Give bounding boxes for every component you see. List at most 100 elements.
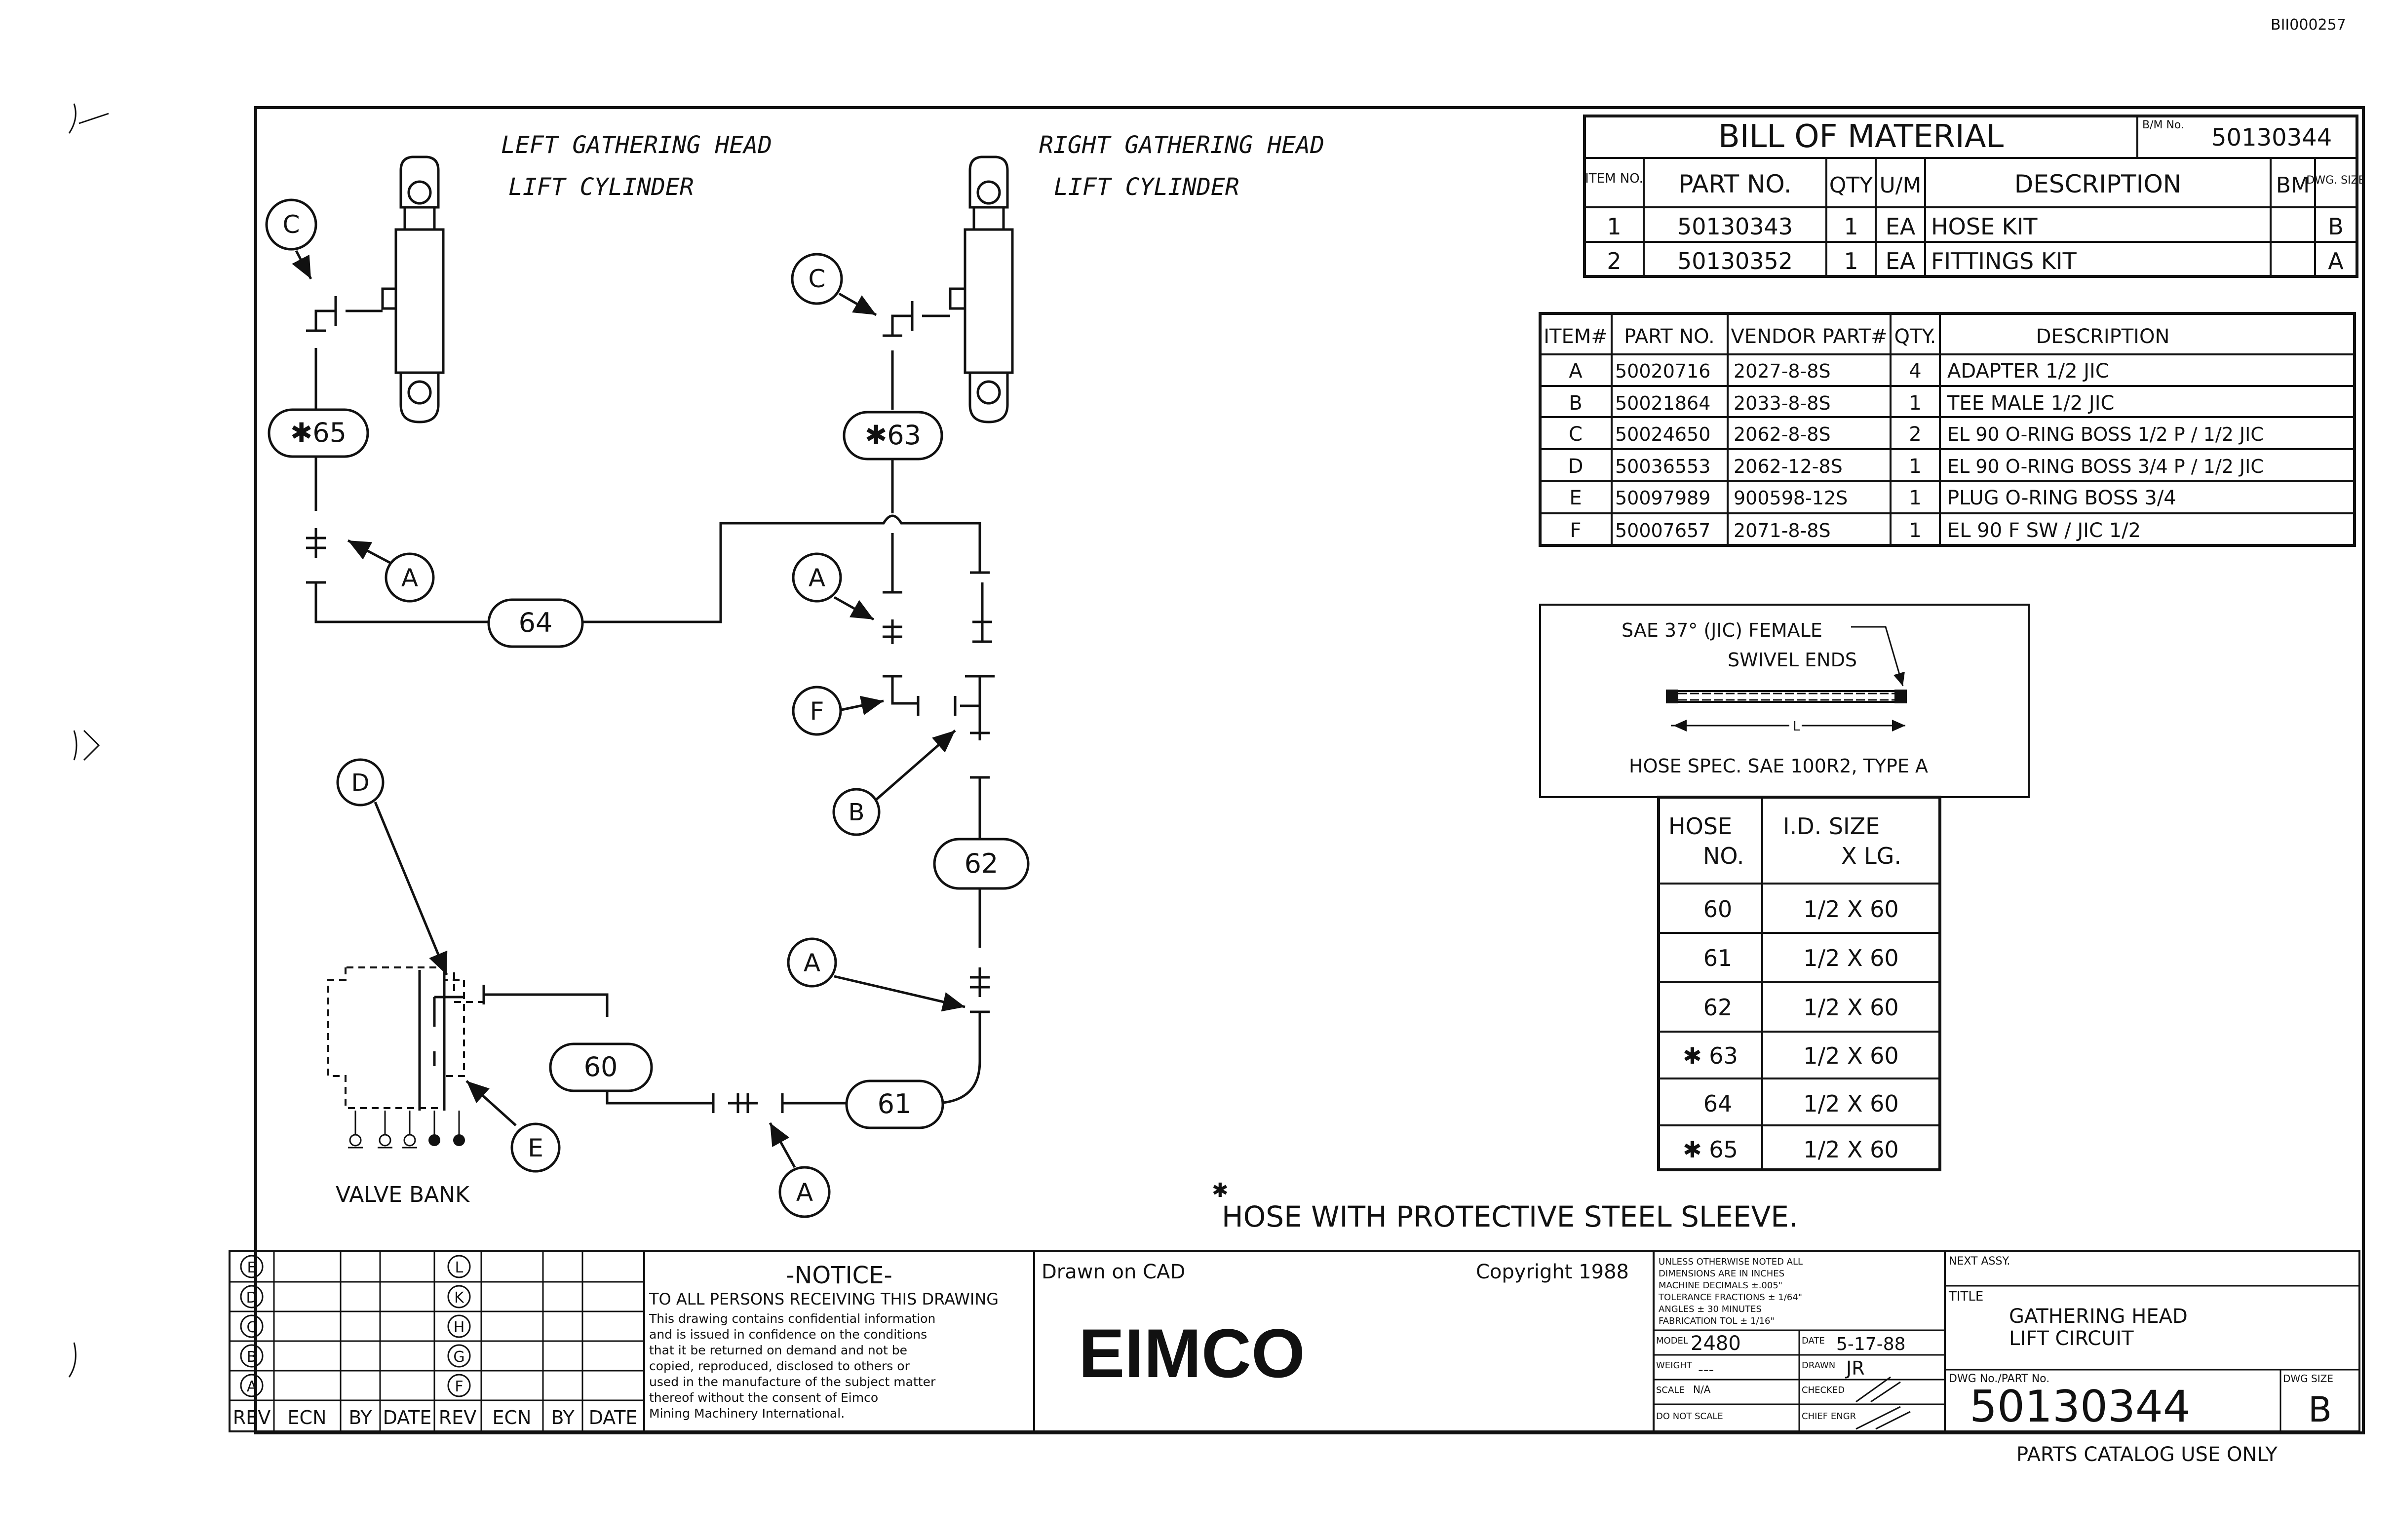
hose-spec-box: SAE 37° (JIC) FEMALE SWIVEL ENDS L HOSE … — [1539, 604, 2030, 798]
svg-text:4: 4 — [1909, 360, 1921, 383]
svg-text:DIMENSIONS ARE IN INCHES: DIMENSIONS ARE IN INCHES — [1659, 1269, 1784, 1279]
hose-62-tag: 62 — [933, 838, 1030, 890]
hose-hdr-2a: I.D. SIZE — [1783, 813, 1880, 840]
svg-text:50007657: 50007657 — [1615, 520, 1710, 541]
svg-text:ECN: ECN — [288, 1407, 327, 1428]
hose-table-row: 60 1/2 X 60 — [1703, 896, 1899, 923]
svg-text:E: E — [1569, 487, 1582, 509]
right-lift-cylinder — [949, 155, 1014, 424]
bom-no-label: B/M No. — [2142, 119, 2184, 131]
title-block: Drawn on CAD Copyright 1988 EIMCO UNLESS… — [1033, 1250, 2360, 1432]
svg-text:F: F — [1570, 519, 1581, 542]
svg-text:DATE: DATE — [1802, 1336, 1825, 1346]
svg-text:MACHINE DECIMALS ±.005": MACHINE DECIMALS ±.005" — [1659, 1280, 1782, 1291]
svg-text:A: A — [796, 1178, 813, 1207]
notice-body: used in the manufacture of the subject m… — [649, 1375, 936, 1389]
fit-hdr-desc: DESCRIPTION — [2036, 325, 2170, 348]
svg-text:L: L — [455, 1259, 464, 1276]
drawn-by: JR — [1845, 1357, 1865, 1379]
hose-61-tag: 61 — [845, 1079, 944, 1129]
svg-text:1/2 X 60: 1/2 X 60 — [1803, 945, 1898, 971]
parts-catalog-note: PARTS CATALOG USE ONLY — [2016, 1443, 2278, 1466]
hose-table: HOSE NO. I.D. SIZE X LG. 60 1/2 X 60 61 … — [1657, 796, 1941, 1171]
svg-text:50130352: 50130352 — [1677, 248, 1793, 274]
svg-text:✱ 65: ✱ 65 — [1683, 1136, 1738, 1163]
svg-text:C: C — [1569, 423, 1583, 446]
svg-text:K: K — [454, 1289, 464, 1307]
drawing-title-2: LIFT CIRCUIT — [2009, 1327, 2134, 1350]
svg-text:1: 1 — [1909, 455, 1921, 478]
hose-60-tag: 60 — [549, 1042, 653, 1092]
svg-text:✱63: ✱63 — [865, 420, 921, 451]
svg-text:50130343: 50130343 — [1677, 213, 1793, 240]
svg-text:A: A — [401, 564, 418, 592]
svg-text:900598-12S: 900598-12S — [1734, 487, 1848, 509]
fit-hdr-part: PART NO. — [1624, 325, 1714, 348]
svg-text:REV: REV — [233, 1407, 270, 1428]
bom-hdr-item: ITEM NO. — [1585, 171, 1643, 186]
drawn-on-cad: Drawn on CAD — [1042, 1261, 1185, 1283]
svg-text:C: C — [809, 265, 826, 293]
drawing-border — [254, 106, 2365, 1434]
svg-text:NEXT ASSY.: NEXT ASSY. — [1949, 1255, 2010, 1268]
svg-text:50020716: 50020716 — [1615, 360, 1710, 382]
svg-text:B: B — [247, 1348, 257, 1366]
drawing-title-1: GATHERING HEAD — [2009, 1305, 2188, 1328]
fittings-row: A 50020716 2027-8-8S 4 ADAPTER 1/2 JIC — [1569, 360, 2109, 383]
svg-text:BY: BY — [348, 1407, 372, 1428]
notice-body: copied, reproduced, disclosed to others … — [649, 1359, 910, 1373]
valve-ports — [348, 1111, 465, 1149]
fit-hdr-item: ITEM# — [1544, 325, 1608, 348]
svg-text:TEE MALE 1/2 JIC: TEE MALE 1/2 JIC — [1947, 392, 2114, 415]
right-cylinder-label: LIFT CYLINDER — [1054, 173, 1239, 201]
svg-text:ANGLES ± 30 MINUTES: ANGLES ± 30 MINUTES — [1659, 1304, 1762, 1314]
notice-body: thereof without the consent of Eimco — [649, 1390, 878, 1405]
hose-hdr-2b: X LG. — [1841, 843, 1901, 869]
left-cylinder-label: LIFT CYLINDER — [508, 173, 694, 201]
doc-id: BII000257 — [2271, 16, 2346, 34]
rev-right-letters: L K H G F — [447, 1255, 471, 1397]
svg-text:EL 90 O-RING BOSS 1/2 P / 1/2: EL 90 O-RING BOSS 1/2 P / 1/2 JIC — [1947, 424, 2264, 445]
valve-bank-label: VALVE BANK — [336, 1182, 470, 1207]
svg-text:ADAPTER 1/2 JIC: ADAPTER 1/2 JIC — [1947, 360, 2109, 383]
svg-text:HOSE KIT: HOSE KIT — [1931, 213, 2038, 240]
svg-text:1: 1 — [1909, 519, 1921, 542]
svg-text:DATE: DATE — [383, 1407, 432, 1428]
bom-hdr-part: PART NO. — [1678, 170, 1791, 198]
bom-hdr-bm: BM — [2276, 173, 2310, 198]
notice-body: Mining Machinery International. — [649, 1406, 845, 1421]
hose-table-row: 64 1/2 X 60 — [1703, 1090, 1899, 1117]
fittings-table: ITEM# PART NO. VENDOR PART# QTY. DESCRIP… — [1539, 312, 2356, 547]
svg-text:N/A: N/A — [1693, 1384, 1711, 1395]
svg-text:BY: BY — [551, 1407, 575, 1428]
svg-text:1: 1 — [1909, 487, 1921, 509]
callout-b: B — [832, 730, 956, 836]
revision-block: E D C B A L K H G F REV ECN BY DATE REV … — [229, 1250, 645, 1432]
hose-table-row: 62 1/2 X 60 — [1703, 994, 1899, 1021]
bom-hdr-desc: DESCRIPTION — [2014, 170, 2181, 198]
svg-text:EA: EA — [1886, 213, 1916, 240]
svg-text:1: 1 — [1909, 392, 1921, 415]
right-head-label: RIGHT GATHERING HEAD — [1039, 131, 1324, 159]
hose-64-tag: 64 — [487, 598, 584, 648]
fittings-row: F 50007657 2071-8-8S 1 EL 90 F SW / JIC … — [1570, 519, 2141, 542]
hose-table-row: ✱ 63 1/2 X 60 — [1683, 1042, 1899, 1069]
svg-text:C: C — [247, 1319, 257, 1336]
svg-text:---: --- — [1698, 1361, 1714, 1379]
notice-block: -NOTICE- TO ALL PERSONS RECEIVING THIS D… — [643, 1250, 1035, 1432]
fit-hdr-vendor: VENDOR PART# — [1731, 325, 1887, 348]
svg-text:E: E — [247, 1259, 257, 1276]
svg-text:2071-8-8S: 2071-8-8S — [1734, 520, 1831, 541]
fittings-row: D 50036553 2062-12-8S 1 EL 90 O-RING BOS… — [1568, 455, 2264, 478]
rev-footer: REV ECN BY DATE REV ECN BY DATE — [233, 1407, 638, 1428]
chief-signature — [1855, 1406, 1911, 1430]
svg-text:60: 60 — [584, 1051, 618, 1082]
callout-c-right: C — [791, 253, 877, 316]
bom-row: 2 50130352 1 EA FITTINGS KIT A — [1607, 248, 2344, 274]
fittings-row: E 50097989 900598-12S 1 PLUG O-RING BOSS… — [1569, 487, 2176, 509]
svg-text:50036553: 50036553 — [1615, 456, 1710, 477]
hydraulic-schematic: LEFT GATHERING HEAD LIFT CYLINDER RIGHT … — [265, 131, 1798, 1233]
left-lift-cylinder — [381, 155, 445, 424]
date-value: 5-17-88 — [1836, 1334, 1906, 1354]
fittings-row: B 50021864 2033-8-8S 1 TEE MALE 1/2 JIC — [1569, 392, 2114, 415]
